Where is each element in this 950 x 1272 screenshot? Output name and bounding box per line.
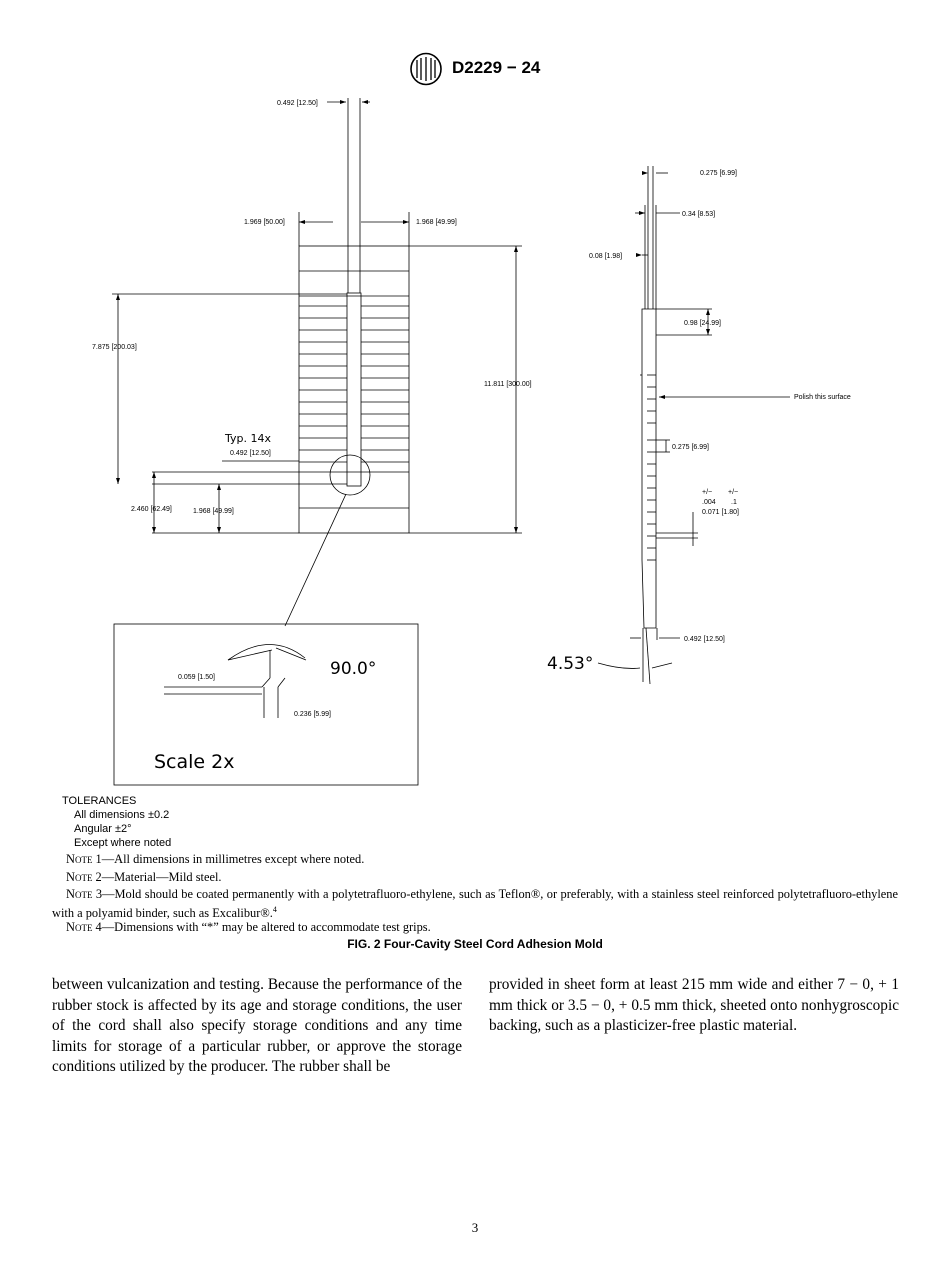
astm-logo-icon [410, 52, 442, 86]
tol-plusminus-1: +/− [702, 489, 712, 496]
tol-plusminus-2: +/− [728, 489, 738, 496]
tolerances-block: TOLERANCES All dimensions ±0.2 Angular ±… [62, 794, 171, 850]
note-1: Note 1—All dimensions in millimetres exc… [66, 852, 365, 866]
detail-angle-label: 90.0° [330, 659, 376, 679]
dim-side-0275-top: 0.275 [6.99] [700, 170, 737, 177]
dim-side-008: 0.08 [1.98] [589, 253, 622, 260]
dim-top-width: 0.492 [12.50] [277, 100, 318, 107]
page-header: D2229 − 24 [0, 52, 950, 88]
dim-right-width: 1.968 [49.99] [416, 219, 457, 226]
mold-drawing: 0.492 [12.50] 1.969 [50.00] 1.968 [49.99… [92, 98, 851, 786]
dim-side-034: 0.34 [8.53] [682, 211, 715, 218]
angle-453-label: 4.53° [547, 654, 593, 674]
dim-side-0275-mid: 0.275 [6.99] [672, 444, 709, 451]
tolerances-title: TOLERANCES [62, 795, 137, 807]
tol-004: .004 [702, 499, 716, 506]
tolerance-angular: Angular ±2° [74, 823, 132, 835]
dim-side-0071: 0.071 [1.80] [702, 509, 739, 516]
dim-side-0492: 0.492 [12.50] [684, 636, 725, 643]
note-4: Note 4—Dimensions with “*” may be altere… [66, 920, 431, 934]
dim-bottom-2460: 2.460 [62.49] [131, 506, 172, 513]
document-id: D2229 − 24 [452, 58, 541, 77]
body-right-column: provided in sheet form at least 215 mm w… [489, 976, 899, 1034]
polish-label: Polish this surface [794, 394, 851, 401]
dim-left-width: 1.969 [50.00] [244, 219, 285, 226]
dim-typ: 0.492 [12.50] [230, 450, 271, 457]
dim-bottom-1968: 1.968 [49.99] [193, 508, 234, 515]
page-number: 3 [471, 1220, 479, 1235]
dim-side-098: 0.98 [24.99] [684, 320, 721, 327]
tolerance-except: Except where noted [74, 837, 172, 849]
note-2: Note 2—Material—Mild steel. [66, 870, 222, 884]
tolerance-all-dimensions: All dimensions ±0.2 [74, 809, 170, 821]
dim-height-7875: 7.875 [200.03] [92, 344, 137, 351]
note-3: Note 3—Mold should be coated permanently… [52, 887, 898, 921]
dim-height-11811: 11.811 [300.00] [484, 381, 532, 388]
scale-label: Scale 2x [154, 751, 235, 773]
body-left-column: between vulcanization and testing. Becau… [52, 976, 462, 1075]
tol-1: .1 [731, 499, 737, 506]
figure-caption: FIG. 2 Four-Cavity Steel Cord Adhesion M… [347, 937, 603, 951]
dim-detail-236: 0.236 [5.99] [294, 711, 331, 718]
typ-label: Typ. 14x [224, 432, 271, 445]
dim-detail-059: 0.059 [1.50] [178, 674, 215, 681]
